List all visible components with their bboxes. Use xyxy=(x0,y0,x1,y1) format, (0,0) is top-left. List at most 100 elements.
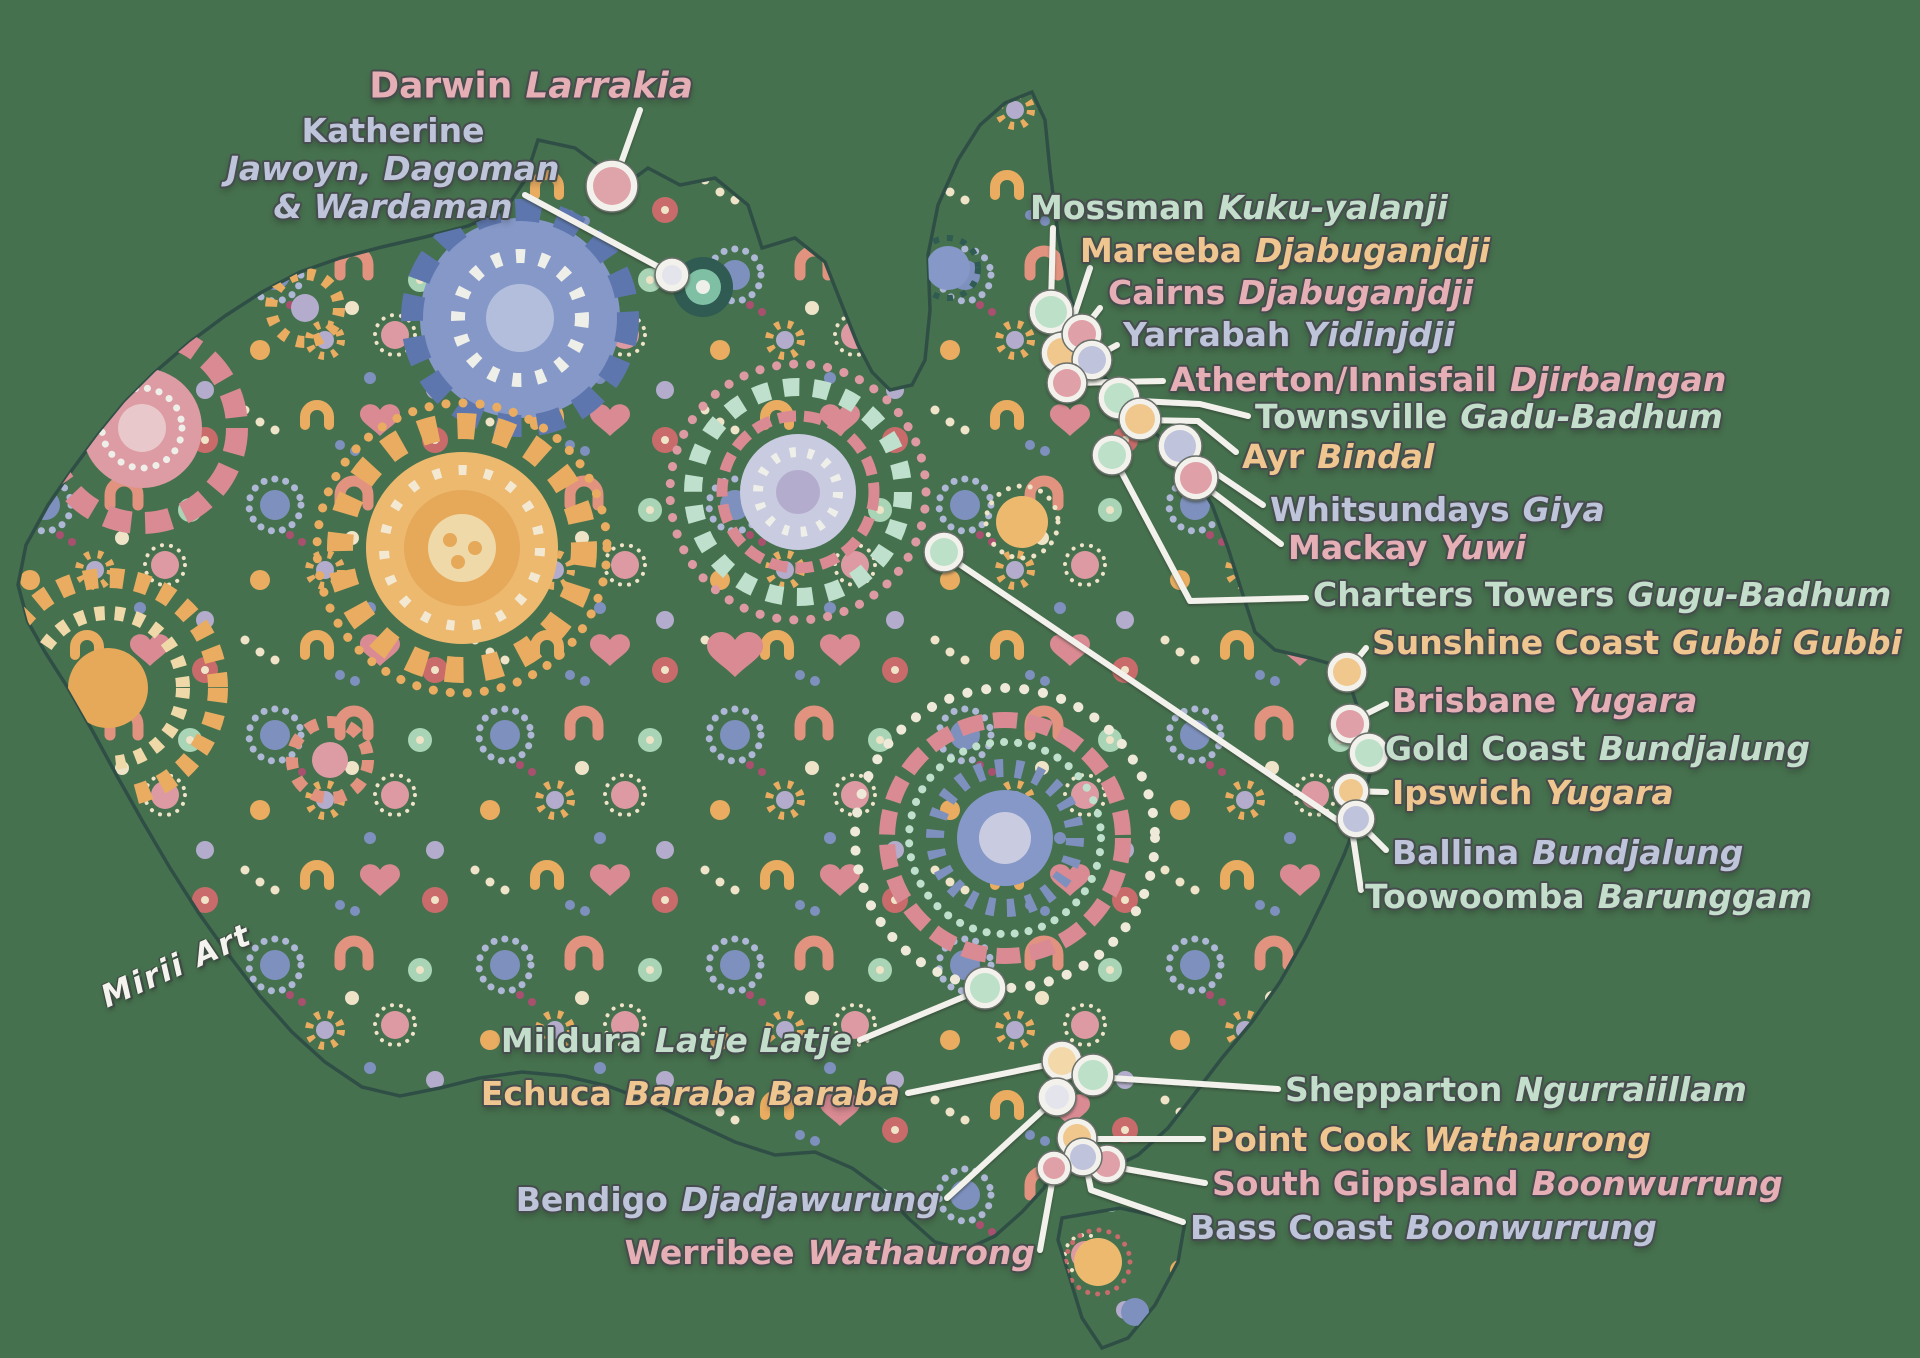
label-ayr: Ayr Bindal xyxy=(1242,438,1434,476)
nation-name: Bundjalung xyxy=(1532,833,1744,873)
map-dot-toowoomba xyxy=(923,531,965,573)
city-name: Ballina xyxy=(1392,833,1520,873)
nation-name: Jawoyn, Dagoman & Wardaman xyxy=(226,149,560,226)
city-name: Charters Towers xyxy=(1313,575,1615,615)
city-name: Ayr xyxy=(1242,437,1305,477)
map-dot-charters-towers xyxy=(1091,434,1133,476)
nation-name: Yugara xyxy=(1569,681,1698,721)
nation-name: Gadu-Badhum xyxy=(1460,397,1723,437)
label-charters-towers: Charters Towers Gugu-Badhum xyxy=(1313,576,1891,614)
label-yarrabah: Yarrabah Yidinjdji xyxy=(1123,316,1455,354)
nation-name: Ngurraiillam xyxy=(1515,1070,1747,1110)
label-whitsundays: Whitsundays Giya xyxy=(1270,491,1605,529)
nation-name: Gubbi Gubbi xyxy=(1672,623,1902,663)
nation-name: Gugu-Badhum xyxy=(1627,575,1892,615)
nation-name: Giya xyxy=(1522,490,1605,530)
leader-line-mildura xyxy=(857,987,983,1043)
nation-name: Wathaurong xyxy=(1423,1120,1651,1160)
nation-name: Yuwi xyxy=(1440,528,1526,568)
leader-line-bendigo xyxy=(944,1097,1057,1201)
leader-line-echuca xyxy=(905,1060,1059,1096)
city-name: South Gippsland xyxy=(1212,1164,1519,1204)
city-name: Katherine xyxy=(301,111,485,151)
nation-name: Djirbalngan xyxy=(1509,360,1727,400)
tasmania-silhouette xyxy=(1056,1206,1187,1350)
city-name: Mossman xyxy=(1030,188,1205,228)
nation-name: Yugara xyxy=(1545,773,1674,813)
label-cairns: Cairns Djabuganjdji xyxy=(1108,274,1473,312)
city-name: Echuca xyxy=(480,1074,612,1114)
label-echuca: Echuca Baraba Baraba xyxy=(481,1075,900,1113)
city-name: Gold Coast xyxy=(1385,729,1586,769)
label-mildura: Mildura Latje Latje xyxy=(501,1022,852,1060)
leader-line-charters-towers xyxy=(1111,455,1309,604)
map-dot-ayr xyxy=(1118,397,1162,441)
mandala-orange-sun xyxy=(312,398,612,698)
nation-name: Djadjawurung xyxy=(680,1180,940,1220)
map-dot-brisbane xyxy=(1329,703,1371,745)
nation-name: Larrakia xyxy=(525,65,693,107)
map-dot-bass-coast xyxy=(1063,1137,1103,1177)
map-dot-darwin xyxy=(585,159,639,213)
map-dot-mossman xyxy=(1028,289,1074,335)
label-mackay: Mackay Yuwi xyxy=(1288,529,1526,567)
nation-name: Boonwurrung xyxy=(1531,1164,1783,1204)
city-name: Yarrabah xyxy=(1123,315,1291,355)
label-atherton-innisfail: Atherton/Innisfail Djirbalngan xyxy=(1170,361,1726,399)
map-dots xyxy=(585,159,1390,1186)
leader-line-shepparton xyxy=(1093,1074,1281,1092)
nation-name: Bundjalung xyxy=(1598,729,1811,769)
nation-name: Latje Latje xyxy=(654,1021,852,1061)
nation-name: Bindal xyxy=(1317,437,1435,477)
label-south-gippsland: South Gippsland Boonwurrung xyxy=(1212,1165,1783,1203)
city-name: Darwin xyxy=(369,65,513,107)
city-name: Point Cook xyxy=(1210,1120,1411,1160)
nation-name: Baraba Baraba xyxy=(624,1074,900,1114)
map-dot-gold-coast xyxy=(1348,732,1390,774)
city-name: Whitsundays xyxy=(1270,490,1510,530)
map-dot-shepparton xyxy=(1071,1053,1115,1097)
city-name: Ipswich xyxy=(1392,773,1533,813)
nation-name: Kuku-yalanji xyxy=(1217,188,1448,228)
city-name: Werribee xyxy=(624,1233,795,1273)
city-name: Atherton/Innisfail xyxy=(1170,360,1497,400)
city-name: Mackay xyxy=(1288,528,1428,568)
leader-line-katherine xyxy=(522,192,671,275)
city-name: Mildura xyxy=(500,1021,642,1061)
map-dot-mildura xyxy=(963,966,1007,1010)
city-name: Cairns xyxy=(1108,273,1226,313)
nation-name: Djabuganjdji xyxy=(1238,273,1474,313)
map-dot-katherine xyxy=(654,257,690,293)
nation-name: Yidinjdji xyxy=(1303,315,1455,355)
mandala-blue-nt xyxy=(401,199,639,437)
city-name: Townsville xyxy=(1255,397,1448,437)
label-darwin: Darwin Larrakia xyxy=(369,65,693,106)
map-dot-bendigo xyxy=(1037,1077,1077,1117)
label-werribee: Werribee Wathaurong xyxy=(625,1234,1035,1272)
city-name: Bass Coast xyxy=(1190,1208,1393,1248)
nation-name: Wathaurong xyxy=(807,1233,1035,1273)
city-name: Mareeba xyxy=(1080,231,1243,271)
label-gold-coast: Gold Coast Bundjalung xyxy=(1385,730,1810,768)
label-point-cook: Point Cook Wathaurong xyxy=(1210,1121,1651,1159)
map-dot-yarrabah xyxy=(1071,339,1113,381)
mandala-southeast xyxy=(850,683,1160,993)
map-dot-ballina xyxy=(1336,799,1376,839)
map-dot-werribee xyxy=(1036,1150,1072,1186)
label-ballina: Ballina Bundjalung xyxy=(1392,834,1743,872)
label-sunshine-coast: Sunshine Coast Gubbi Gubbi xyxy=(1372,624,1902,662)
map-dot-whitsundays xyxy=(1157,423,1203,469)
city-name: Sunshine Coast xyxy=(1372,623,1660,663)
map-dot-atherton xyxy=(1046,362,1088,404)
map-dot-sunshine-coast xyxy=(1326,651,1368,693)
nation-name: Barunggam xyxy=(1597,877,1813,917)
map-dot-mackay xyxy=(1173,455,1219,501)
